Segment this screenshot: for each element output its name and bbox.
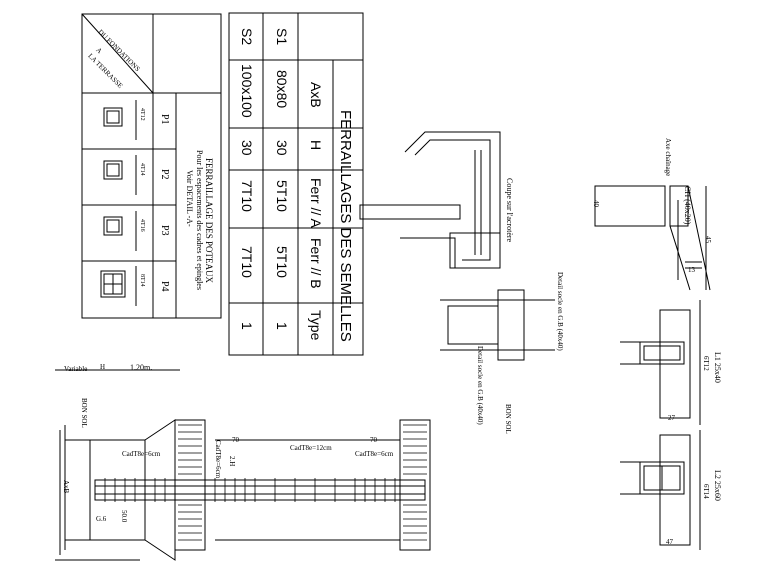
axe-label: Axe chaînage [664,138,672,177]
dim-70-label: 70 [370,436,377,444]
semelles-header-axb: AxB [308,82,324,108]
variable-label: Variable [64,365,88,373]
poteau-section-note: 4T12 [139,108,145,121]
dim-120-label: 1.20m. [130,363,153,372]
semelles-cell: 5T10 [274,246,290,278]
dim-47-label: 47 [666,538,673,546]
ferr-label: 6T14 [702,484,710,499]
dim-50-label: 50.0 [120,510,128,523]
poteaux-subtitle-1: Pour les espacements des cadres et eping… [195,150,204,290]
semelles-cell: 30 [274,140,290,156]
semelles-cell: 30 [239,140,255,156]
poteaux-col-p4: P4 [159,281,170,292]
semelles-title: FERRAILLAGES DES SEMELLES [337,110,354,342]
ferr-label: 6T12 [702,356,710,371]
detail-socle-label: Detail socle en G.B (40x40) [556,272,564,351]
l2-beam-detail [620,430,701,550]
coupe-acrotere-label: Coupe sur l'acrotère [505,178,514,243]
cadt8-label: CadT8e=12cm [290,444,332,452]
ch-label: CH (40x20) [683,186,692,225]
dim-27-label: 27 [668,414,675,422]
semelles-row-label-s1: S1 [274,28,290,46]
poteaux-subtitle-2: Voir DETAIL -A- [185,170,194,227]
bon-sol-label: BON SOL [504,404,512,434]
poteaux-col-p1: P1 [159,114,170,125]
poteaux-title: FERRAILLAGE DES POTEAUX [204,158,214,283]
l1-label: L1 25x40 [713,352,722,383]
poteaux-table-grid [81,13,222,319]
cadt8-label: CadT8e=6cm [214,440,222,479]
bon-sol-label: BON SOL [80,398,88,428]
dim-70-label: 70 [232,436,239,444]
acrotere-detail [359,131,501,269]
semelles-header-type: Type [308,310,324,341]
semelles-row-label-s2: S2 [239,28,255,46]
semelles-cell: 7T10 [239,180,255,212]
semelles-header-ferr-a: Ferr // A [308,178,324,228]
semelles-cell: 100x100 [239,64,255,118]
poteau-sections [100,100,137,306]
poteau-section-note: 4T14 [139,163,145,176]
l2-label: L2 25x60 [713,470,722,501]
cadt8-label: CadT8e=6cm [122,450,161,458]
dim-2h-label: 2.H [228,456,236,467]
detail-socle-label: Detail socle en G.B (40x40) [476,346,484,425]
stirrups [104,478,396,502]
dim-45-label: 45 [704,236,712,243]
semelles-cell: 1 [274,322,290,330]
semelles-table-grid [228,12,364,356]
axb-label: AxB [62,480,70,494]
dim-40-label: 40 [592,200,600,207]
semelles-cell: 7T10 [239,246,255,278]
footing-elevation [55,369,431,561]
l1-beam-detail [620,300,701,425]
poteau-section-note: 4T16 [139,219,145,232]
semelles-cell: 5T10 [274,180,290,212]
cadt8-label: CadT8e=6cm [355,450,394,458]
hatching [178,424,427,541]
poteau-section-note: 8T14 [139,274,145,287]
semelles-header-ferr-b: Ferr // B [308,238,324,289]
socle-detail [440,289,555,361]
semelles-cell: 1 [239,322,255,330]
g6-label: G.6 [96,515,107,523]
chainage-detail [594,185,711,291]
semelles-cell: 80x80 [274,70,290,109]
semelles-header-h: H [308,140,324,151]
poteaux-col-p3: P3 [159,225,170,236]
h-label: H [100,363,106,371]
dim-13-label: 13 [688,266,695,274]
poteaux-col-p2: P2 [159,169,170,180]
